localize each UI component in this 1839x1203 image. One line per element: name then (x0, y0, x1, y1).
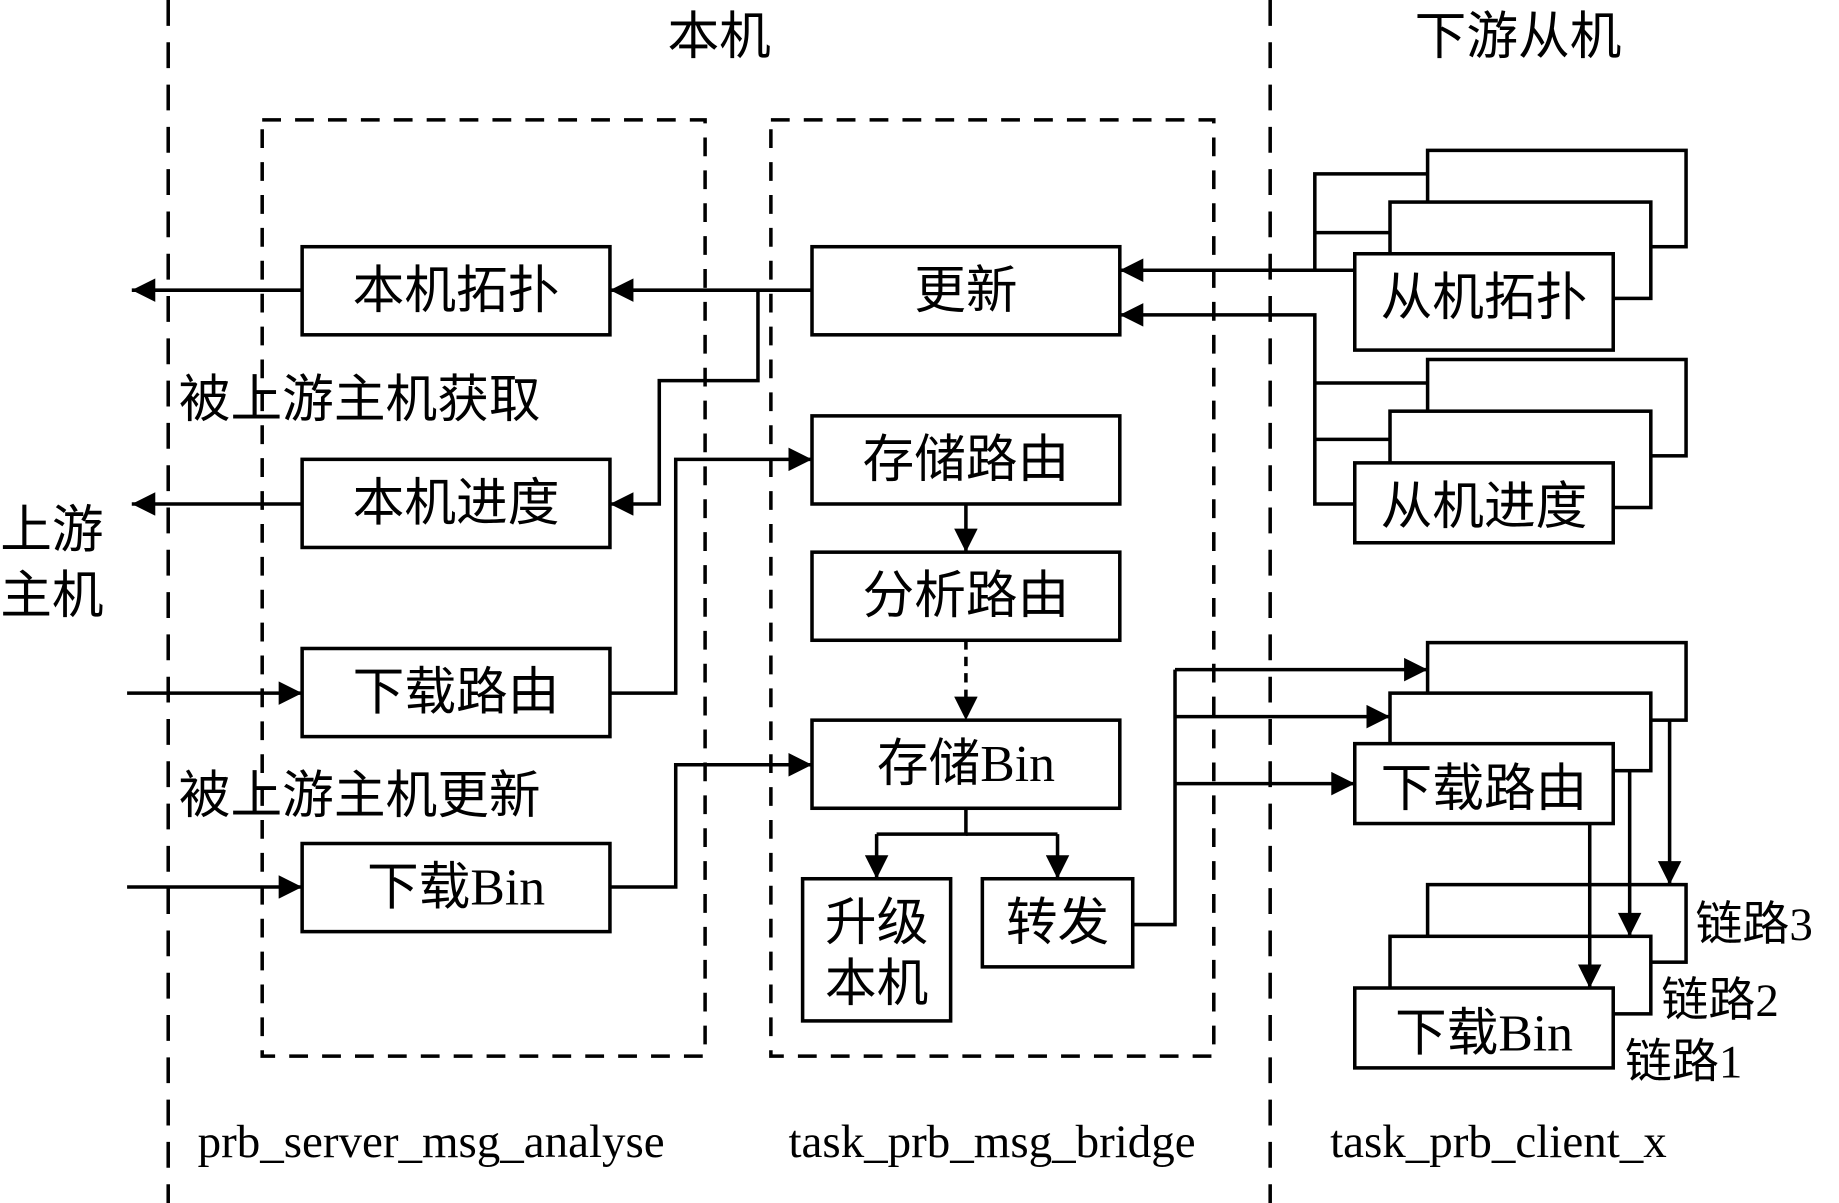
arrow-download-bin-to-store-bin (609, 753, 813, 889)
box-update: 更新 (810, 244, 1122, 337)
box-forward: 转发 (980, 876, 1135, 969)
link-label-2: 链路2 (1661, 975, 1778, 1027)
svg-text:本机拓扑: 本机拓扑 (353, 263, 560, 320)
module-client-label: task_prb_client_x (1330, 1116, 1667, 1168)
annotation-fetched: 被上游主机获取 (179, 372, 541, 429)
svg-text:升级: 升级 (825, 895, 928, 952)
stack-client-download-bin: 下载Bin (1353, 882, 1688, 1070)
svg-text:从机进度: 从机进度 (1381, 479, 1588, 536)
svg-text:存储路由: 存储路由 (863, 432, 1070, 489)
box-analyze-route: 分析路由 (810, 550, 1122, 643)
region-local-title: 本机 (668, 9, 771, 66)
connector-forward-bus (1132, 669, 1177, 927)
arrow-update-to-progress (609, 290, 760, 516)
connector-slave-topology-bus (1313, 172, 1428, 271)
module-analyse-label: prb_server_msg_analyse (198, 1116, 665, 1168)
region-upstream-label-1: 上游 (0, 502, 103, 559)
svg-text:下载路由: 下载路由 (1381, 761, 1588, 818)
box-store-route: 存储路由 (810, 414, 1122, 506)
svg-text:转发: 转发 (1006, 895, 1109, 952)
connector-store-bin-split (876, 808, 968, 836)
svg-text:本机: 本机 (825, 956, 928, 1013)
svg-text:存储Bin: 存储Bin (877, 736, 1055, 793)
box-download-route: 下载路由 (300, 646, 612, 739)
link-label-1: 链路1 (1625, 1036, 1742, 1088)
box-upgrade-local: 升级 本机 (800, 876, 953, 1023)
stack-slave-topology: 从机拓扑 (1353, 148, 1688, 352)
box-local-topology: 本机拓扑 (300, 244, 612, 337)
svg-text:从机拓扑: 从机拓扑 (1381, 270, 1588, 327)
stack-slave-progress: 从机进度 (1353, 357, 1688, 545)
region-downstream-title: 下游从机 (1415, 9, 1622, 66)
svg-text:下载Bin: 下载Bin (367, 860, 545, 917)
box-store-bin: 存储Bin (810, 718, 1122, 811)
svg-text:下载Bin: 下载Bin (1395, 1005, 1573, 1062)
box-local-progress: 本机进度 (300, 457, 612, 550)
region-upstream-label-2: 主机 (0, 568, 103, 625)
svg-text:下载路由: 下载路由 (353, 665, 560, 722)
box-download-bin: 下载Bin (300, 841, 612, 934)
module-bridge-label: task_prb_msg_bridge (789, 1116, 1196, 1168)
svg-text:本机进度: 本机进度 (353, 475, 560, 532)
link-label-3: 链路3 (1695, 899, 1812, 951)
arrow-download-route-to-store-route (609, 447, 813, 695)
arrow-slave-progress-to-update (1119, 303, 1355, 506)
svg-text:更新: 更新 (914, 263, 1017, 320)
svg-text:分析路由: 分析路由 (863, 568, 1070, 625)
stack-client-download-route: 下载路由 (1353, 640, 1688, 826)
annotation-updated: 被上游主机更新 (179, 768, 541, 825)
